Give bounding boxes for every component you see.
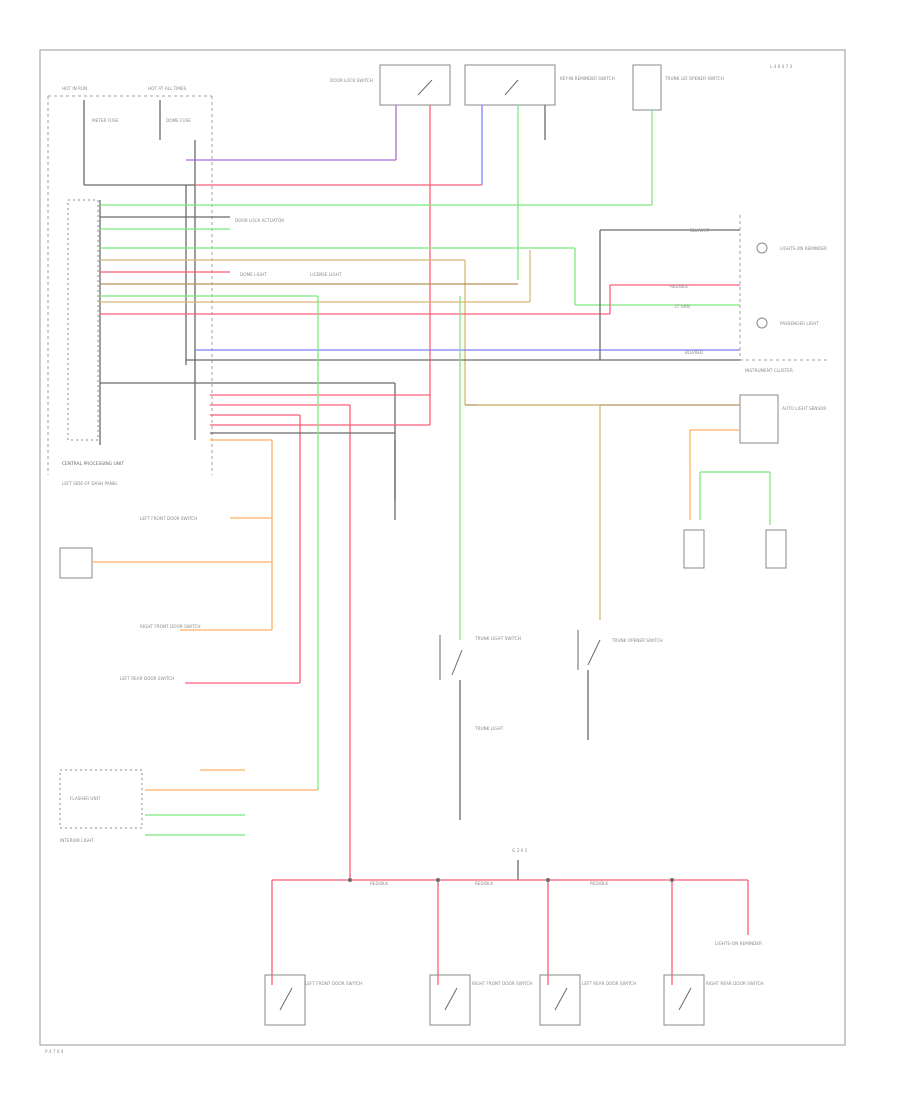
svg-text:RED/BLK: RED/BLK xyxy=(590,881,608,886)
door-switch-bus: G 2 0 1 RED/BLK RED/BLK RED/BLK xyxy=(271,848,749,985)
svg-text:HOT AT ALL TIMES: HOT AT ALL TIMES xyxy=(148,86,187,91)
central-processing-unit: HOT IN RUN HOT AT ALL TIMES METER FUSE D… xyxy=(47,86,213,486)
svg-text:LEFT REAR DOOR SWITCH: LEFT REAR DOOR SWITCH xyxy=(120,676,174,681)
flasher-unit: FLASHER UNIT INTERIOR LIGHT xyxy=(59,769,318,843)
svg-text:DOME FUSE: DOME FUSE xyxy=(166,118,191,123)
svg-text:DOME LIGHT: DOME LIGHT xyxy=(240,272,267,277)
trunk-light-switch: TRUNK LIGHT SWITCH TRUNK LIGHT xyxy=(439,635,521,820)
svg-text:LIGHTS-ON REMINDER: LIGHTS-ON REMINDER xyxy=(715,941,762,946)
svg-text:INTERIOR LIGHT: INTERIOR LIGHT xyxy=(60,838,94,843)
svg-text:TRUNK LIGHT: TRUNK LIGHT xyxy=(474,726,504,731)
auto-light-sensor: AUTO LIGHT SENSOR xyxy=(465,394,826,569)
left-front-door-switch: LEFT FRONT DOOR SWITCH xyxy=(264,974,362,1026)
svg-text:LIGHTS-ON REMINDER: LIGHTS-ON REMINDER xyxy=(780,246,827,251)
trunk-opener-switch: TRUNK OPENER SWITCH xyxy=(577,630,663,740)
right-rear-door-switch: RIGHT REAR DOOR SWITCH xyxy=(663,974,764,1026)
middle-wires xyxy=(317,296,601,790)
svg-text:INSTRUMENT CLUSTER: INSTRUMENT CLUSTER xyxy=(745,368,793,373)
svg-text:LEFT REAR DOOR SWITCH: LEFT REAR DOOR SWITCH xyxy=(582,981,636,986)
svg-text:RIGHT FRONT DOOR SWITCH: RIGHT FRONT DOOR SWITCH xyxy=(140,624,201,629)
left-rear-door-switch: LEFT REAR DOOR SWITCH xyxy=(539,974,636,1026)
svg-text:METER FUSE: METER FUSE xyxy=(92,118,119,123)
svg-text:PASSENGER LIGHT: PASSENGER LIGHT xyxy=(780,321,819,326)
svg-text:LEFT FRONT DOOR SWITCH: LEFT FRONT DOOR SWITCH xyxy=(140,516,197,521)
svg-text:DOOR LOCK SWITCH: DOOR LOCK SWITCH xyxy=(330,78,373,83)
trunk-lid-opener-switch: TRUNK LID OPENER SWITCH xyxy=(632,64,724,195)
harness-wires: DOOR LOCK ACTUATOR DOME LIGHT LICENSE LI… xyxy=(100,159,740,880)
svg-text:TRUNK LID OPENER SWITCH: TRUNK LID OPENER SWITCH xyxy=(664,76,724,81)
svg-text:AUTO LIGHT SENSOR: AUTO LIGHT SENSOR xyxy=(782,406,826,411)
svg-text:TRUNK LIGHT SWITCH: TRUNK LIGHT SWITCH xyxy=(474,636,521,641)
svg-text:DOOR LOCK ACTUATOR: DOOR LOCK ACTUATOR xyxy=(235,218,284,223)
instrument-cluster: INSTRUMENT CLUSTER LIGHTS-ON REMINDER PA… xyxy=(670,215,830,373)
svg-text:LEFT FRONT DOOR SWITCH: LEFT FRONT DOOR SWITCH xyxy=(305,981,362,986)
svg-text:KEY-IN REMINDER SWITCH: KEY-IN REMINDER SWITCH xyxy=(560,76,615,81)
key-in-reminder-switch: KEY-IN REMINDER SWITCH xyxy=(464,64,615,280)
svg-text:BLU/RED: BLU/RED xyxy=(685,350,703,355)
svg-text:LT GRN: LT GRN xyxy=(675,304,690,309)
svg-text:LEFT SIDE OF DASH PANEL: LEFT SIDE OF DASH PANEL xyxy=(62,481,118,486)
svg-text:LICENSE LIGHT: LICENSE LIGHT xyxy=(310,272,342,277)
svg-text:G 2 0 1: G 2 0 1 xyxy=(512,848,528,853)
lights-on-reminder: LIGHTS-ON REMINDER xyxy=(715,941,762,946)
svg-text:RIGHT FRONT DOOR SWITCH: RIGHT FRONT DOOR SWITCH xyxy=(472,981,533,986)
svg-text:BLU/WHT: BLU/WHT xyxy=(690,228,710,233)
svg-text:RED/BLK: RED/BLK xyxy=(670,284,688,289)
svg-text:HOT IN RUN: HOT IN RUN xyxy=(62,86,87,91)
door-lock-switch: DOOR LOCK SWITCH xyxy=(330,64,451,425)
svg-text:TRUNK OPENER SWITCH: TRUNK OPENER SWITCH xyxy=(611,638,663,643)
corner-tag: L 4 0 4 7 3 xyxy=(770,64,793,69)
svg-text:RED/BLK: RED/BLK xyxy=(475,881,493,886)
diagram-frame xyxy=(39,49,846,1046)
svg-text:FLASHER UNIT: FLASHER UNIT xyxy=(70,796,101,801)
svg-text:CENTRAL PROCESSING UNIT: CENTRAL PROCESSING UNIT xyxy=(62,461,124,467)
svg-text:RIGHT REAR DOOR SWITCH: RIGHT REAR DOOR SWITCH xyxy=(706,981,764,986)
footer-tag: P 4 7 0 4 xyxy=(45,1049,64,1054)
left-devices: LEFT FRONT DOOR SWITCH RIGHT FRONT DOOR … xyxy=(59,516,300,684)
right-front-door-switch: RIGHT FRONT DOOR SWITCH xyxy=(429,974,533,1026)
svg-text:RED/BLK: RED/BLK xyxy=(370,881,388,886)
